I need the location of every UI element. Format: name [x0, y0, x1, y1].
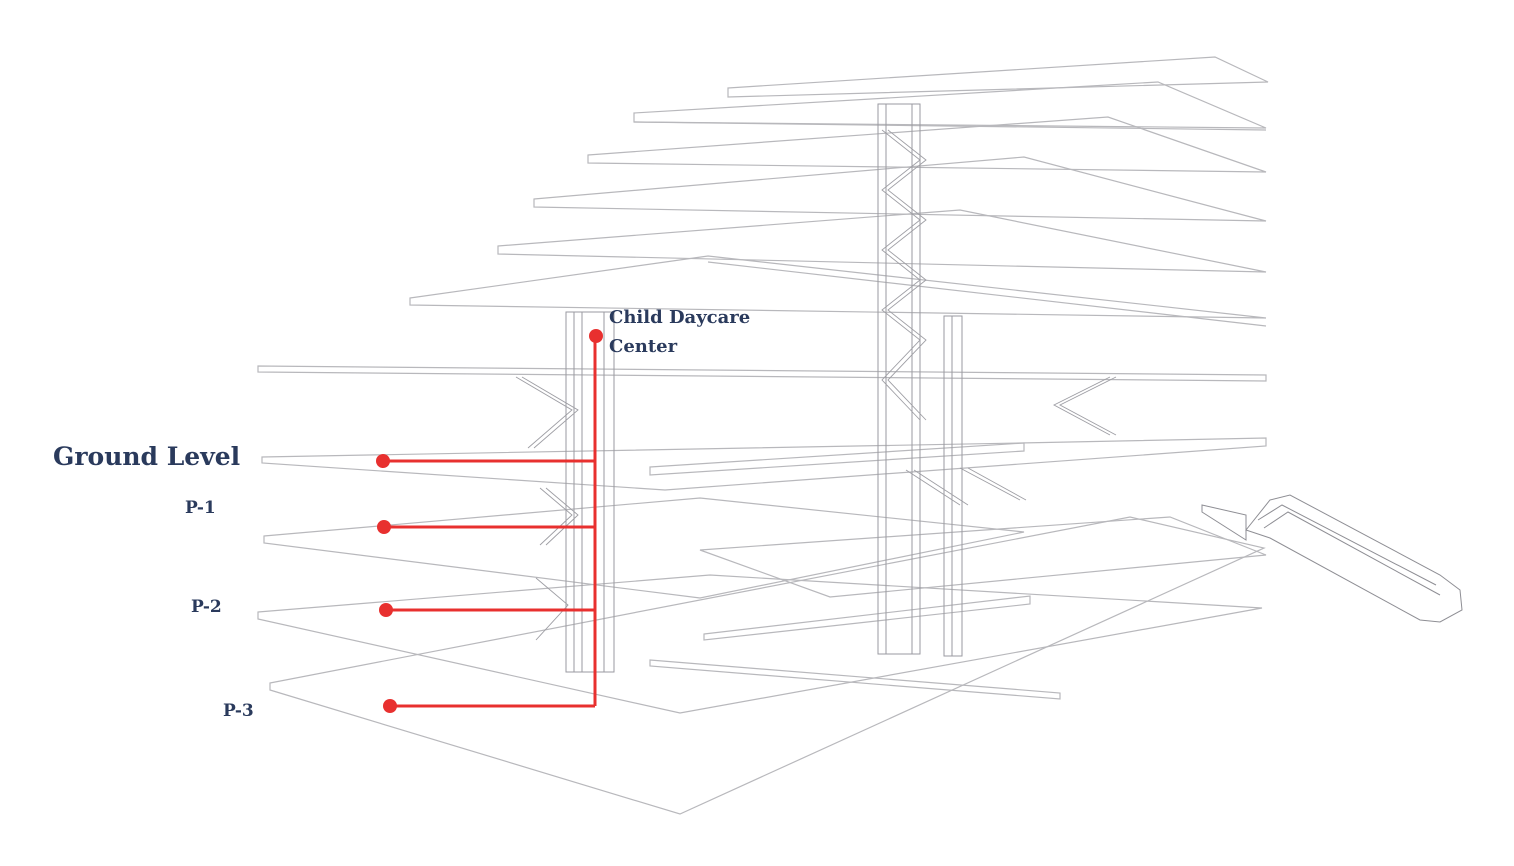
- floor-slab-7: [533, 156, 1267, 222]
- label-daycare-line2: Center: [609, 336, 678, 357]
- label-daycare-line1: Child Daycare: [609, 307, 750, 328]
- central-stair: [881, 129, 927, 421]
- escalator: [1201, 494, 1463, 623]
- floor-slab-6: [497, 209, 1267, 273]
- left-stair: [515, 376, 579, 641]
- floor-slab-roof: [727, 56, 1269, 98]
- label-p3: P-3: [223, 701, 254, 721]
- level-labels: Ground Level P-1 P-2 P-3 Child Daycare C…: [53, 307, 750, 721]
- label-p2: P-2: [191, 597, 222, 617]
- floor-slab-p1: [263, 497, 1025, 599]
- floor-slab-8: [587, 116, 1267, 173]
- left-core: [565, 311, 615, 673]
- connector-markers: [376, 329, 603, 713]
- marker-p1: [377, 520, 391, 534]
- marker-p2: [379, 603, 393, 617]
- marker-daycare: [589, 329, 603, 343]
- stairs: [515, 129, 1117, 641]
- central-elevator-shaft: [943, 315, 963, 657]
- floor-slab-9: [633, 81, 1267, 129]
- label-p1: P-1: [185, 498, 216, 518]
- central-core: [877, 103, 921, 655]
- floor-slab-4: [257, 365, 1267, 382]
- level-connectors: [383, 336, 597, 708]
- mid-stair: [905, 467, 1027, 506]
- floor-slab-5: [409, 255, 1267, 319]
- vertical-cores: [565, 103, 963, 673]
- floor-slab-ground: [261, 437, 1267, 491]
- marker-ground: [376, 454, 390, 468]
- floor-slab-p3: [269, 516, 1266, 815]
- floor-slab-p2: [257, 574, 1263, 714]
- right-stair: [1053, 376, 1117, 436]
- label-ground-level: Ground Level: [53, 442, 240, 471]
- floor-slabs: [257, 56, 1269, 815]
- marker-p3: [383, 699, 397, 713]
